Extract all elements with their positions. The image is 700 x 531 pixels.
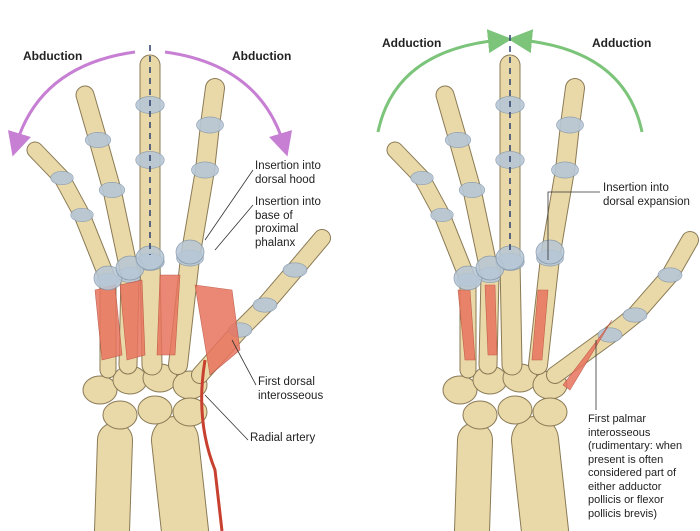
thumb-joint [657, 267, 683, 283]
abduction-label-right: Abduction [232, 49, 292, 63]
carpal-bone [137, 395, 173, 425]
label-first-dorsal-interosseous: First dorsal interosseous [258, 376, 324, 402]
leader-first-dorsal [231, 339, 257, 386]
label-insertion-proximal-phalanx: Insertion into base of proximal phalanx [255, 196, 321, 249]
thumb-joint [252, 297, 278, 313]
index-finger-joint [556, 116, 584, 134]
mcp-joint-capsule [135, 245, 165, 271]
dorsal-interosseous-muscle [94, 284, 123, 361]
little-finger-joint [50, 170, 74, 186]
radius [152, 417, 208, 531]
ulna [455, 423, 492, 531]
mcp-joint-capsule [535, 239, 565, 265]
little-finger [387, 142, 476, 378]
leader-radial-artery [204, 394, 249, 441]
leader-dorsal-expansion [547, 191, 600, 260]
leader-proximal-phalanx [214, 204, 254, 251]
little-finger-joint [410, 170, 434, 186]
ring-finger-joint [458, 182, 486, 198]
carpal-bone [102, 400, 138, 430]
palmar-interosseous-muscle [484, 284, 498, 356]
dorsal-interosseous-muscle [194, 284, 241, 376]
carpal-bone [172, 397, 208, 427]
ring-finger-joint [84, 132, 112, 148]
mcp-joint-capsule [175, 239, 205, 265]
little-finger-joint [70, 207, 94, 223]
carpal-bone [442, 375, 478, 405]
ring-finger-joint [98, 182, 126, 198]
index-finger-joint [191, 161, 219, 179]
label-radial-artery: Radial artery [250, 432, 316, 444]
ulna [95, 423, 132, 531]
index-finger-joint [551, 161, 579, 179]
dorsal-interosseous-muscle [156, 274, 181, 356]
dorsal-interosseous-muscle [119, 279, 146, 361]
carpal-bone [82, 375, 118, 405]
label-first-palmar-interosseous: First palmar interosseous (rudimentary: … [588, 413, 683, 520]
palmar-interosseous-muscle [531, 289, 549, 361]
little-finger [27, 142, 116, 378]
abduction-label-left: Abduction [23, 49, 83, 63]
abduction-arrow-left [7, 50, 136, 157]
left-hand-dorsal-interossei [26, 54, 331, 531]
label-insertion-dorsal-expansion: Insertion into dorsal expansion [603, 182, 690, 208]
ring-finger-joint [444, 132, 472, 148]
index-finger-joint [196, 116, 224, 134]
thumb-joint [282, 262, 308, 278]
radial-artery [200, 359, 224, 531]
label-insertion-dorsal-hood: Insertion into dorsal hood [255, 160, 321, 186]
leader-dorsal-hood [204, 169, 254, 241]
radius [512, 417, 568, 531]
thumb-joint [622, 307, 648, 323]
adduction-arrow-left [376, 29, 512, 133]
abduction-arrow-right [164, 50, 293, 157]
carpal-bone [497, 395, 533, 425]
adduction-arrow-right [508, 29, 644, 133]
thumb [547, 232, 698, 383]
little-finger-joint [430, 207, 454, 223]
carpal-bone [532, 397, 568, 427]
adduction-label-right: Adduction [592, 36, 652, 50]
palmar-interosseous-muscle [562, 319, 613, 391]
adduction-label-left: Adduction [382, 36, 442, 50]
carpal-bone [462, 400, 498, 430]
